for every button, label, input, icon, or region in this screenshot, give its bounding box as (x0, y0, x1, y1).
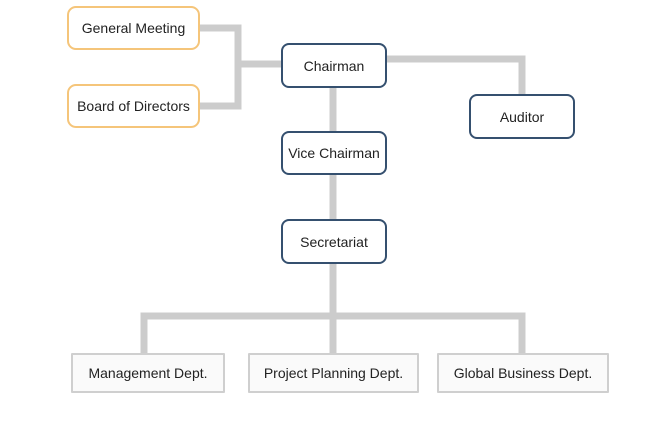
auditor-box: Auditor (469, 94, 575, 139)
general-meeting-box: General Meeting (67, 6, 200, 50)
vice-chairman-box: Vice Chairman (281, 131, 387, 175)
departments-branch-connector (140, 312, 526, 354)
secretariat-box: Secretariat (281, 219, 387, 264)
global-business-dept-box: Global Business Dept. (437, 353, 609, 393)
chairman-to-auditor-connector (386, 55, 526, 96)
chairman-box: Chairman (281, 43, 387, 88)
governance-connector (199, 24, 242, 110)
management-dept-box: Management Dept. (71, 353, 225, 393)
board-of-directors-box: Board of Directors (67, 84, 200, 128)
project-planning-dept-box: Project Planning Dept. (248, 353, 419, 393)
